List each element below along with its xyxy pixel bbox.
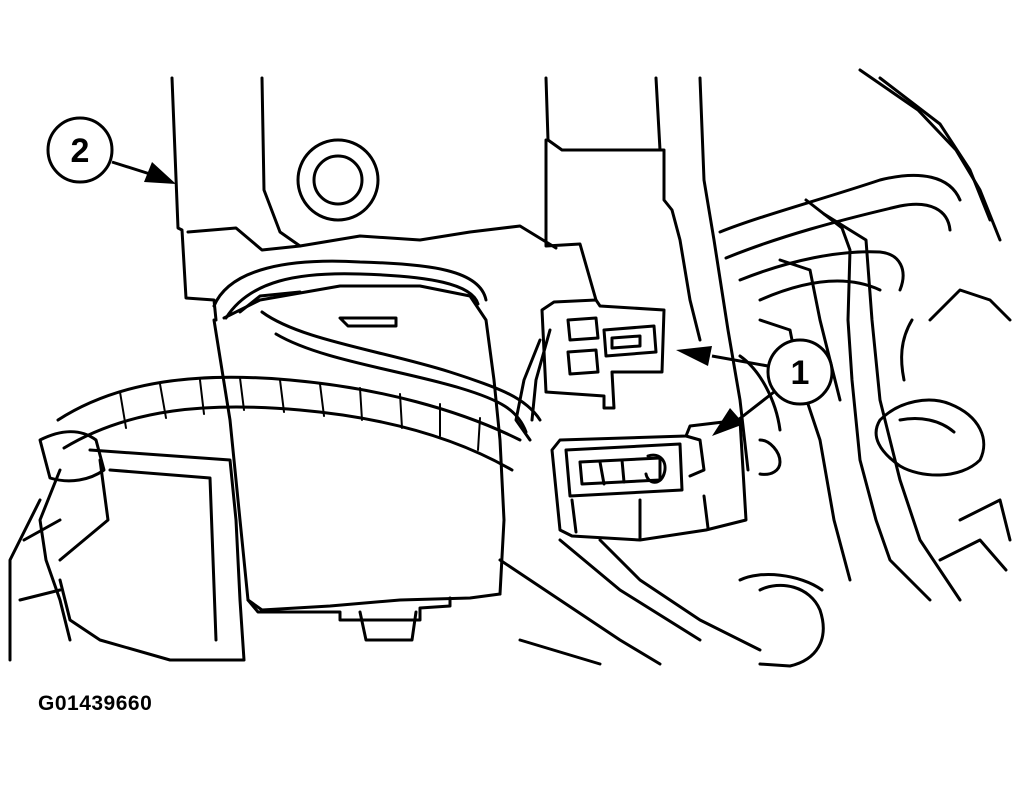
bracket-housing (170, 76, 750, 472)
connector-lower (550, 418, 748, 542)
callout-1: 1 (676, 338, 834, 436)
main-harness (38, 375, 522, 642)
line-art (8, 68, 1012, 668)
figure-id: G01439660 (38, 692, 153, 715)
right-side-tubing (498, 68, 1012, 668)
callout-1-arrowhead-upper (676, 346, 712, 366)
callout-1-leader-upper (711, 354, 769, 368)
callout-2-arrowhead (144, 162, 176, 184)
callout-1-leader-lower (737, 390, 775, 422)
connector-upper (514, 298, 666, 442)
module-body (212, 284, 506, 642)
lower-bracket (8, 448, 246, 662)
callout-1-label: 1 (791, 354, 810, 392)
callout-2: 2 (46, 116, 176, 184)
callout-1-arrowhead-lower (712, 408, 744, 436)
callout-2-label: 2 (71, 132, 90, 170)
callout-2-leader-line (111, 160, 151, 176)
